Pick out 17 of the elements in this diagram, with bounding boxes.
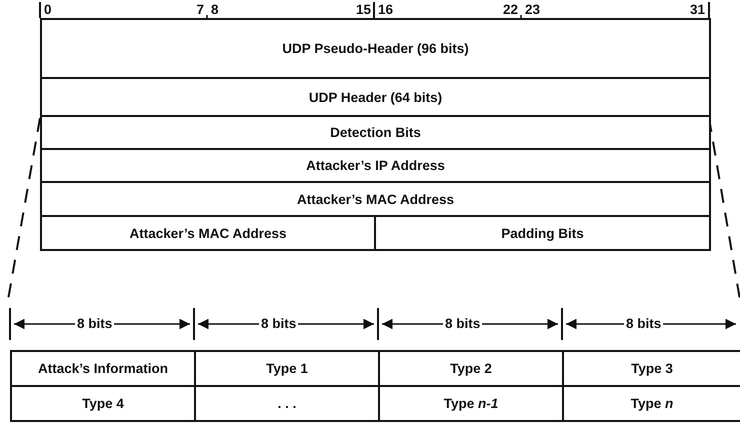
- type-field: Attack’s Information: [10, 350, 196, 387]
- packet-field: UDP Header (64 bits): [40, 77, 711, 117]
- bit-number: 22: [502, 2, 518, 18]
- packet-field: Attacker’s MAC Address: [40, 215, 376, 251]
- bit-number: 16: [378, 2, 394, 18]
- type-field: Type 4: [10, 385, 196, 422]
- packet-field: Detection Bits: [40, 115, 711, 150]
- bit-number: 23: [525, 2, 540, 18]
- packet-field: UDP Pseudo-Header (96 bits): [40, 18, 711, 79]
- packet-field: Attacker’s MAC Address: [40, 181, 711, 217]
- bit-number: 31: [690, 2, 705, 18]
- bit-number: 15: [356, 2, 371, 18]
- packet-field: Padding Bits: [374, 215, 711, 251]
- bit-number: 8: [211, 2, 219, 18]
- bit-number: 7: [196, 2, 204, 18]
- bit-number: 0: [44, 2, 52, 18]
- packet-field: Attacker’s IP Address: [40, 148, 711, 183]
